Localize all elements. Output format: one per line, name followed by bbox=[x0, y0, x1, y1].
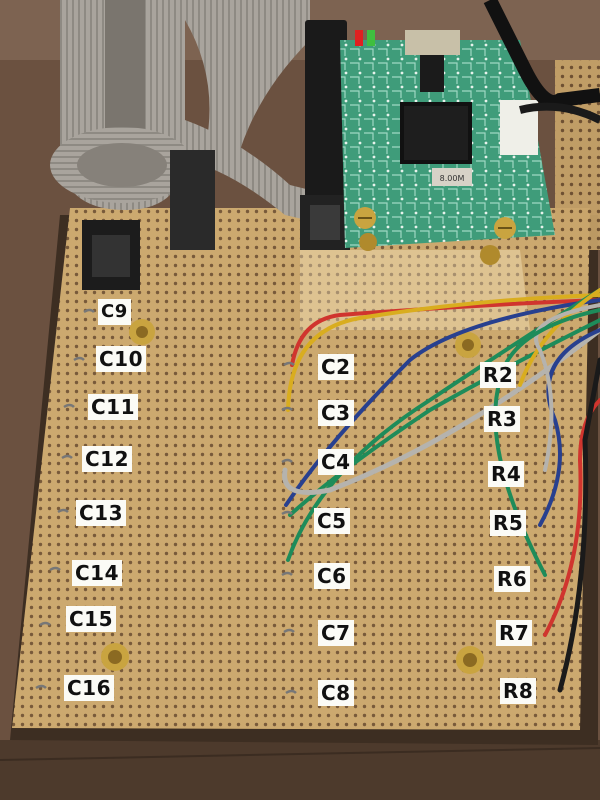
component-leads bbox=[35, 308, 297, 695]
idc-connector bbox=[305, 20, 347, 250]
label-c10: C10 bbox=[96, 346, 147, 372]
label-c2: C2 bbox=[318, 354, 354, 380]
label-r8: R8 bbox=[500, 678, 537, 704]
label-c4: C4 bbox=[318, 449, 354, 475]
jumper-wires bbox=[282, 288, 600, 693]
label-c15: C15 bbox=[66, 606, 117, 632]
label-r3: R3 bbox=[484, 406, 521, 432]
label-c12: C12 bbox=[82, 446, 133, 472]
label-c13: C13 bbox=[76, 500, 127, 526]
brass-screws bbox=[101, 207, 516, 674]
ribbon-cable-coil bbox=[50, 0, 350, 250]
label-c9: C9 bbox=[98, 299, 131, 325]
label-r2: R2 bbox=[480, 362, 517, 388]
label-c14: C14 bbox=[72, 560, 123, 586]
label-c5: C5 bbox=[314, 508, 350, 534]
green-led bbox=[367, 30, 375, 46]
label-c7: C7 bbox=[318, 620, 354, 646]
label-r6: R6 bbox=[494, 566, 531, 592]
crystal-label: 8.00M bbox=[440, 174, 465, 183]
label-c3: C3 bbox=[318, 400, 354, 426]
label-c6: C6 bbox=[314, 563, 350, 589]
red-led bbox=[355, 30, 363, 46]
label-r4: R4 bbox=[488, 461, 525, 487]
label-c16: C16 bbox=[64, 675, 115, 701]
black-cable bbox=[483, 0, 600, 109]
label-c11: C11 bbox=[88, 394, 139, 420]
label-c8: C8 bbox=[318, 680, 354, 706]
label-r5: R5 bbox=[490, 510, 527, 536]
label-r7: R7 bbox=[496, 620, 533, 646]
